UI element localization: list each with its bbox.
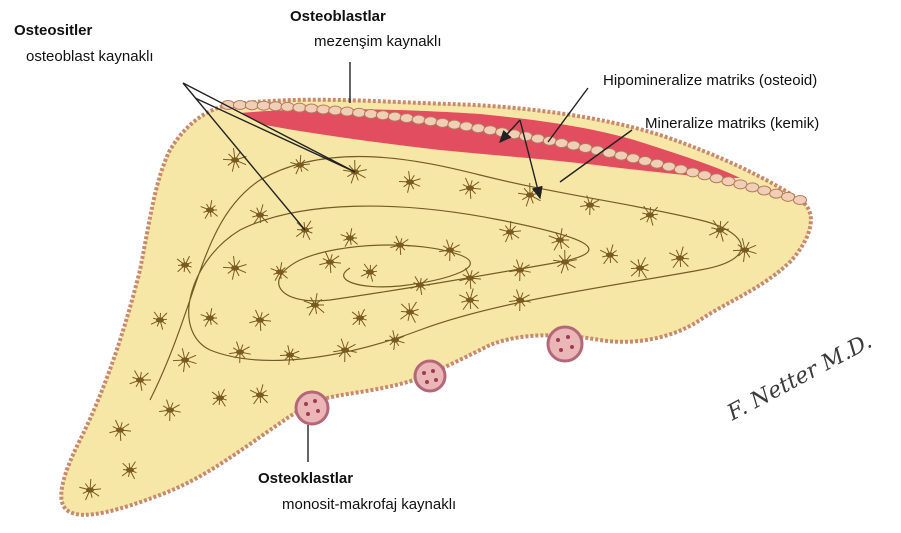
osteoblast-cell bbox=[555, 139, 568, 148]
osteoblast-cell bbox=[627, 154, 640, 163]
osteoblast-cell bbox=[531, 134, 544, 143]
osteoblasts-title: Osteoblastlar bbox=[290, 8, 386, 25]
osteoclast-cell bbox=[296, 392, 328, 424]
osteoblast-cell bbox=[341, 107, 354, 116]
osteoblast-cell bbox=[329, 106, 342, 115]
osteoblast-cell bbox=[460, 122, 473, 131]
osteoblast-cell bbox=[722, 177, 735, 186]
osteoblast-cell bbox=[400, 114, 413, 123]
osteoblast-cell bbox=[245, 101, 258, 110]
osteoblast-cell bbox=[615, 151, 628, 160]
osteoblast-cell bbox=[365, 109, 378, 118]
osteoblast-cell bbox=[758, 186, 771, 195]
osteoblast-cell bbox=[734, 180, 747, 189]
osteoblasts-subtitle: mezenşim kaynaklı bbox=[314, 33, 442, 50]
osteocytes-title: Osteositler bbox=[14, 22, 92, 39]
osteoclasts-subtitle: monosit-makrofaj kaynaklı bbox=[282, 496, 456, 513]
osteoblast-cell bbox=[591, 146, 604, 155]
osteoblast-cell bbox=[770, 189, 783, 198]
osteoblast-cell bbox=[293, 103, 306, 112]
osteocytes-subtitle: osteoblast kaynaklı bbox=[26, 48, 154, 65]
osteoblast-cell bbox=[698, 171, 711, 180]
osteoblast-cell bbox=[388, 112, 401, 121]
osteoblast-cell bbox=[233, 100, 246, 109]
osteoblast-cell bbox=[484, 126, 497, 135]
osteoblast-cell bbox=[662, 162, 675, 171]
osteoblast-cell bbox=[674, 165, 687, 174]
osteoclasts-title: Osteoklastlar bbox=[258, 470, 353, 487]
osteoblast-cell bbox=[567, 141, 580, 150]
mineralized-label: Mineralize matriks (kemik) bbox=[645, 115, 819, 132]
osteoblast-cell bbox=[412, 115, 425, 124]
osteoclast-cell bbox=[415, 361, 445, 391]
osteoblast-cell bbox=[519, 132, 532, 141]
osteoblast-cell bbox=[448, 120, 461, 129]
osteoblast-cell bbox=[436, 118, 449, 127]
osteoblast-cell bbox=[353, 108, 366, 117]
osteoblast-cell bbox=[269, 102, 282, 111]
osteoclast-cell bbox=[548, 327, 582, 361]
osteoblast-cell bbox=[651, 159, 664, 168]
osteoblast-cell bbox=[794, 196, 807, 205]
osteoblast-cell bbox=[639, 157, 652, 166]
osteoblast-cell bbox=[579, 143, 592, 152]
osteoblast-cell bbox=[782, 192, 795, 201]
osteoblast-cell bbox=[257, 101, 270, 110]
osteoblast-cell bbox=[317, 105, 330, 114]
osteoblast-cell bbox=[424, 117, 437, 126]
osteoblast-cell bbox=[376, 111, 389, 120]
hypomineralized-label: Hipomineralize matriks (osteoid) bbox=[603, 72, 817, 89]
osteoblast-cell bbox=[305, 104, 318, 113]
osteoblast-cell bbox=[472, 124, 485, 133]
osteoblast-cell bbox=[281, 102, 294, 111]
osteoblast-cell bbox=[710, 174, 723, 183]
osteoblast-cell bbox=[746, 183, 759, 192]
osteoblast-cell bbox=[543, 136, 556, 145]
osteoblast-cell bbox=[686, 168, 699, 177]
